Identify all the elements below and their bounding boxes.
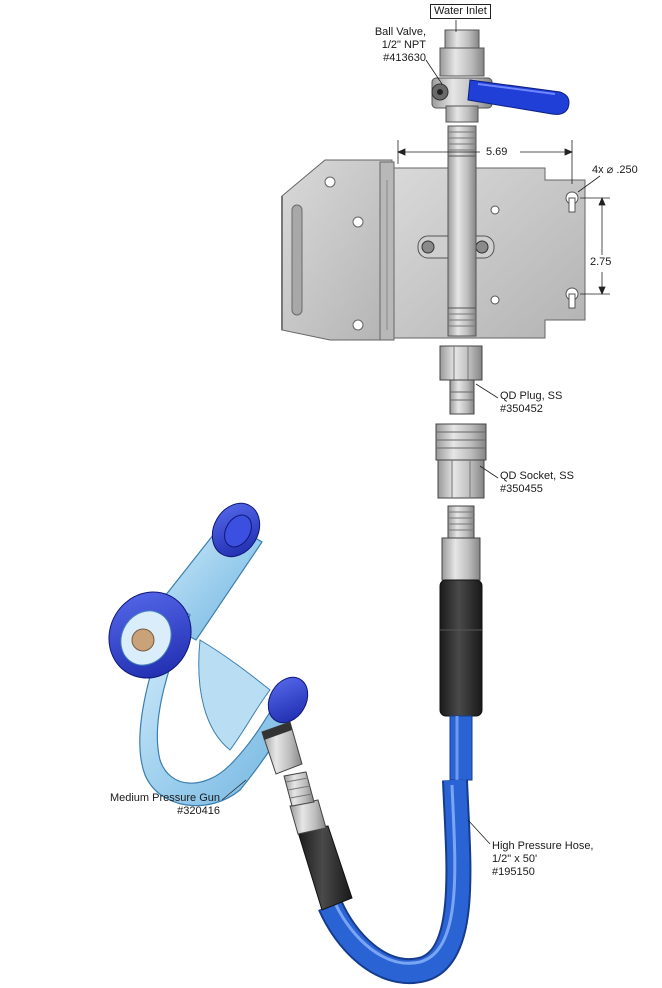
hose-lower xyxy=(318,779,472,985)
ball-valve-label: Ball Valve, 1/2" NPT #413630 xyxy=(374,26,426,64)
hose-lower-fitting xyxy=(283,771,353,911)
width-dimension: 5.69 xyxy=(486,146,508,158)
pipe-nipple xyxy=(447,125,477,337)
mounting-bracket xyxy=(281,159,586,341)
qd-socket xyxy=(435,423,487,499)
hose-label: High Pressure Hose, 1/2" x 50' #195150 xyxy=(492,840,594,878)
qd-plug xyxy=(439,345,483,415)
keyhole-slot xyxy=(565,191,579,213)
hose-upper-fitting xyxy=(439,505,483,717)
ball-valve xyxy=(431,29,570,123)
qd-socket-label: QD Socket, SS #350455 xyxy=(500,470,574,495)
hole-callout: 4x ⌀ .250 xyxy=(592,164,638,176)
gun-label: Medium Pressure Gun #320416 xyxy=(109,792,220,817)
hose-upper xyxy=(449,715,473,781)
keyhole-slot xyxy=(565,287,579,309)
leader-lines xyxy=(221,20,610,845)
height-dimension: 2.75 xyxy=(590,256,612,268)
water-inlet-label: Water Inlet xyxy=(430,4,491,19)
qd-plug-label: QD Plug, SS #350452 xyxy=(500,390,563,415)
medium-pressure-gun xyxy=(108,502,309,807)
